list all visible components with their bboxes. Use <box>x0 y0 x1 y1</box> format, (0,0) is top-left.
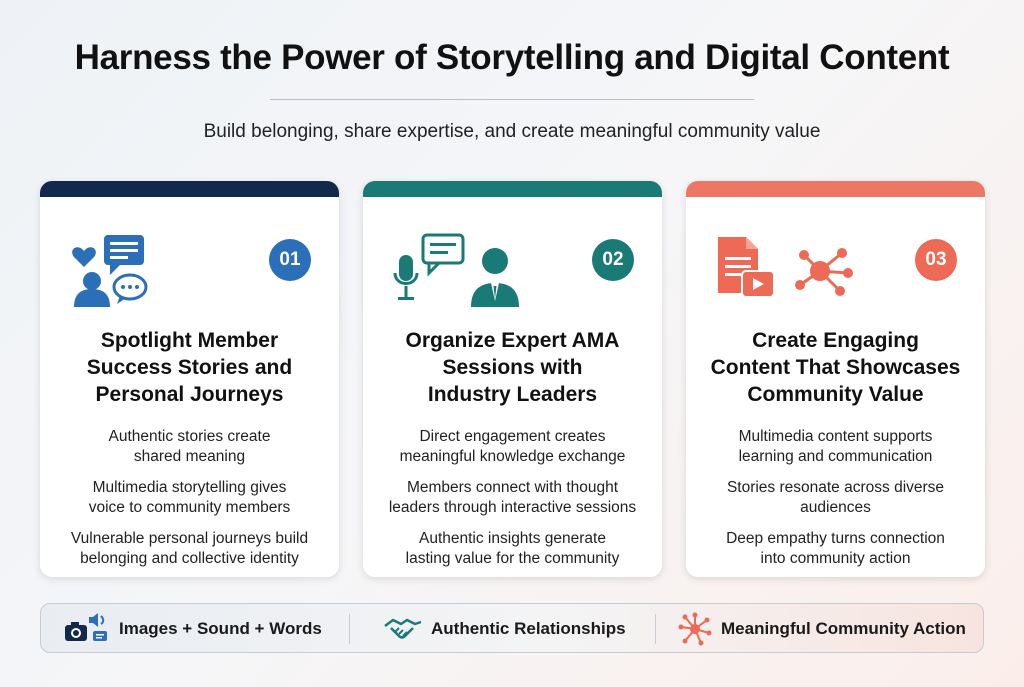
card-title-line: Create Engaging <box>752 329 919 352</box>
card-body: 03 Create Engaging Content That Showcase… <box>686 197 985 577</box>
footer-bar: Images + Sound + Words Authentic Relatio… <box>40 603 984 653</box>
network-hub-icon <box>795 248 853 296</box>
microphone-icon <box>393 255 419 300</box>
card-title-line: Community Value <box>747 383 924 406</box>
card-member-stories: 01 Spotlight Member Success Stories and … <box>40 181 339 577</box>
footer-item-label: Authentic Relationships <box>431 619 626 638</box>
engaging-content-icon-group <box>718 237 853 298</box>
footer-separator <box>349 614 350 644</box>
card-title-line: Content That Showcases <box>710 356 961 379</box>
card-title: Spotlight Member Success Stories and Per… <box>58 327 321 408</box>
person-icon <box>74 272 110 307</box>
card-title-line: Spotlight Member <box>100 329 279 352</box>
footer-item-action: Meaningful Community Action <box>677 604 966 654</box>
heart-icon <box>72 247 96 267</box>
video-play-icon <box>741 270 775 298</box>
card-body: 01 Spotlight Member Success Stories and … <box>40 197 339 577</box>
footer-item-media: Images + Sound + Words <box>63 604 322 654</box>
member-stories-icon-group <box>72 235 148 307</box>
speech-dots-icon <box>112 273 148 304</box>
card-topbar <box>363 181 662 197</box>
handshake-icon <box>384 618 422 639</box>
card-topbar <box>686 181 985 197</box>
card-title-line: Industry Leaders <box>427 383 598 406</box>
page-subtitle: Build belonging, share expertise, and cr… <box>203 121 821 142</box>
footer-separator <box>655 614 656 644</box>
card-title: Create Engaging Content That Showcases C… <box>704 327 967 408</box>
footer-item-label: Meaningful Community Action <box>721 619 966 638</box>
card-title: Organize Expert AMA Sessions with Indust… <box>381 327 644 408</box>
network-burst-icon <box>678 612 712 646</box>
card-number-badge: 03 <box>915 239 957 281</box>
business-person-icon <box>471 248 519 307</box>
camera-sound-icon <box>65 613 107 641</box>
card-title-line: Organize Expert AMA <box>405 329 620 352</box>
chat-bubble-icon <box>104 235 144 275</box>
page-title: Harness the Power of Storytelling and Di… <box>74 38 950 77</box>
card-number-badge: 01 <box>269 239 311 281</box>
card-number-badge: 02 <box>592 239 634 281</box>
card-title-line: Personal Journeys <box>95 383 284 406</box>
card-expert-ama: 02 Organize Expert AMA Sessions with Ind… <box>363 181 662 577</box>
card-title-line: Sessions with <box>442 356 583 379</box>
title-divider <box>270 99 754 100</box>
expert-ama-icon-group <box>393 233 519 307</box>
card-engaging-content: 03 Create Engaging Content That Showcase… <box>686 181 985 577</box>
card-title-line: Success Stories and <box>86 356 293 379</box>
card-topbar <box>40 181 339 197</box>
card-body: 02 Organize Expert AMA Sessions with Ind… <box>363 197 662 577</box>
chat-bubble-icon <box>421 233 465 277</box>
footer-item-relationships: Authentic Relationships <box>383 604 626 654</box>
footer-item-label: Images + Sound + Words <box>119 619 322 638</box>
